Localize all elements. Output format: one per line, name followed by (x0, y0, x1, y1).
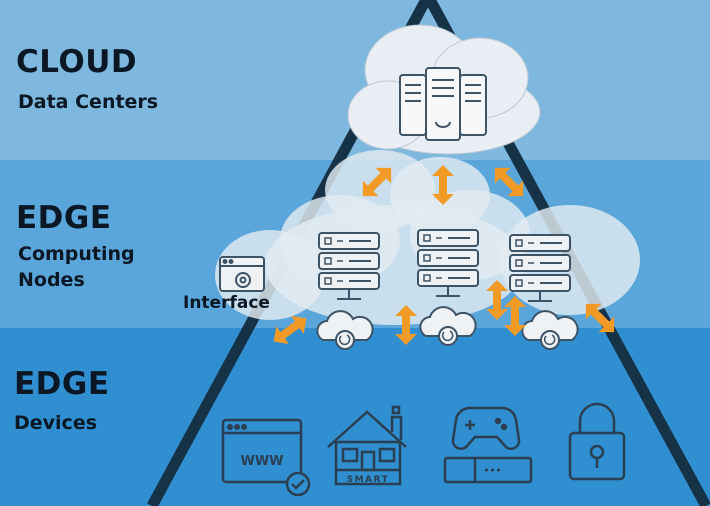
cloud-tier-subtitle: Data Centers (18, 91, 159, 113)
padlock-icon (568, 402, 626, 481)
edge-server-1-icon (318, 232, 380, 300)
data-center-servers-icon (399, 67, 487, 141)
edge-devices-tier-title: EDGE (14, 366, 110, 402)
cloud-tier-title: CLOUD (16, 44, 138, 80)
interface-settings-icon (219, 256, 265, 292)
www-text: WWW (240, 454, 283, 469)
smart-text: SMART (347, 475, 390, 485)
web-browser-icon (221, 418, 311, 497)
edge-server-2-icon (417, 229, 479, 297)
edge-devices-band (0, 328, 710, 506)
edge-devices-tier-subtitle: Devices (14, 412, 98, 434)
edge-nodes-tier-subtitle: Computing Nodes (18, 243, 135, 291)
interface-label: Interface (183, 293, 270, 313)
game-console-icon (443, 406, 533, 484)
edge-nodes-tier-title: EDGE (16, 200, 112, 236)
smart-home-icon (327, 405, 407, 486)
pyramid-outline (147, 0, 710, 506)
edge-server-3-icon (509, 234, 571, 302)
